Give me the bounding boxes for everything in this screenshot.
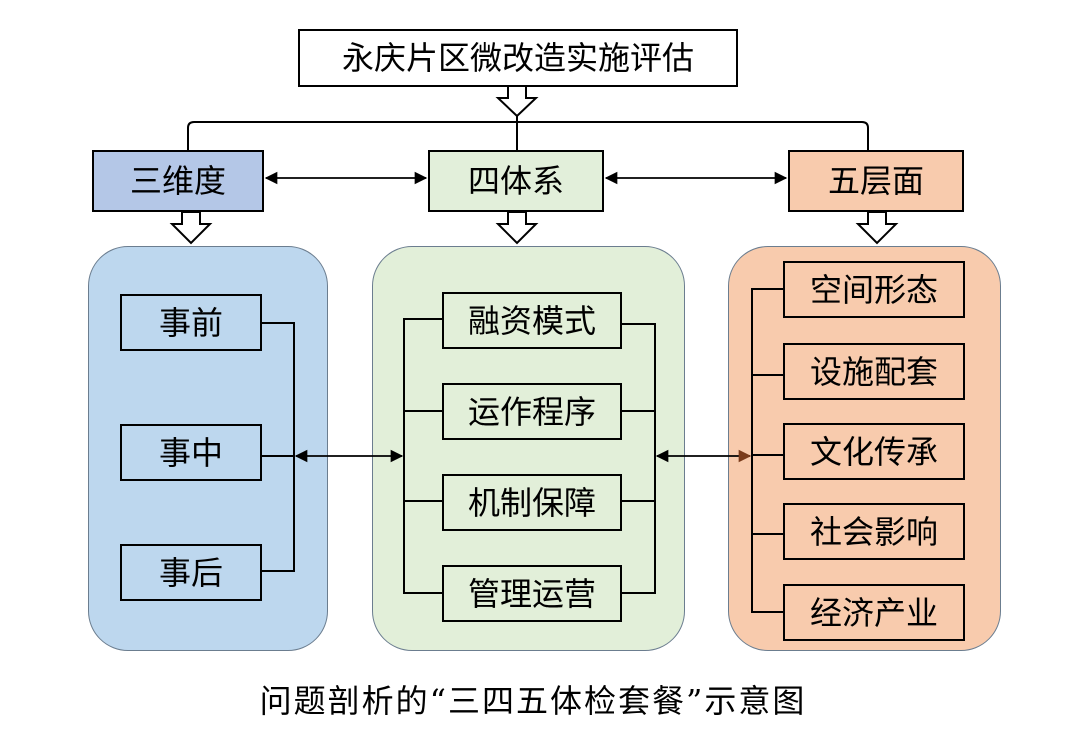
item-economic-industry: 经济产业 <box>783 584 965 641</box>
top-title-box: 永庆片区微改造实施评估 <box>298 29 738 87</box>
hollow-arrow-middle <box>495 211 539 245</box>
item-social-impact: 社会影响 <box>783 503 965 560</box>
header-five-levels: 五层面 <box>788 150 964 212</box>
item-mechanism-guarantee: 机制保障 <box>442 474 622 531</box>
item-management-operation: 管理运营 <box>442 565 622 622</box>
top-bracket <box>187 121 869 150</box>
item-before: 事前 <box>120 294 262 351</box>
item-cultural-heritage: 文化传承 <box>783 423 965 480</box>
item-financing-model: 融资模式 <box>442 292 622 349</box>
figure-caption: 问题剖析的“三四五体检套餐”示意图 <box>259 682 807 720</box>
hollow-arrow-left <box>169 211 213 245</box>
header-four-systems: 四体系 <box>428 150 604 212</box>
hollow-arrow-right <box>855 211 899 245</box>
header-three-dimensions: 三维度 <box>92 150 264 212</box>
item-during: 事中 <box>120 424 262 481</box>
hollow-arrow-top <box>495 85 539 118</box>
item-operating-procedure: 运作程序 <box>442 383 622 440</box>
item-after: 事后 <box>120 544 262 601</box>
item-spatial-form: 空间形态 <box>783 261 965 318</box>
item-facilities: 设施配套 <box>783 343 965 400</box>
